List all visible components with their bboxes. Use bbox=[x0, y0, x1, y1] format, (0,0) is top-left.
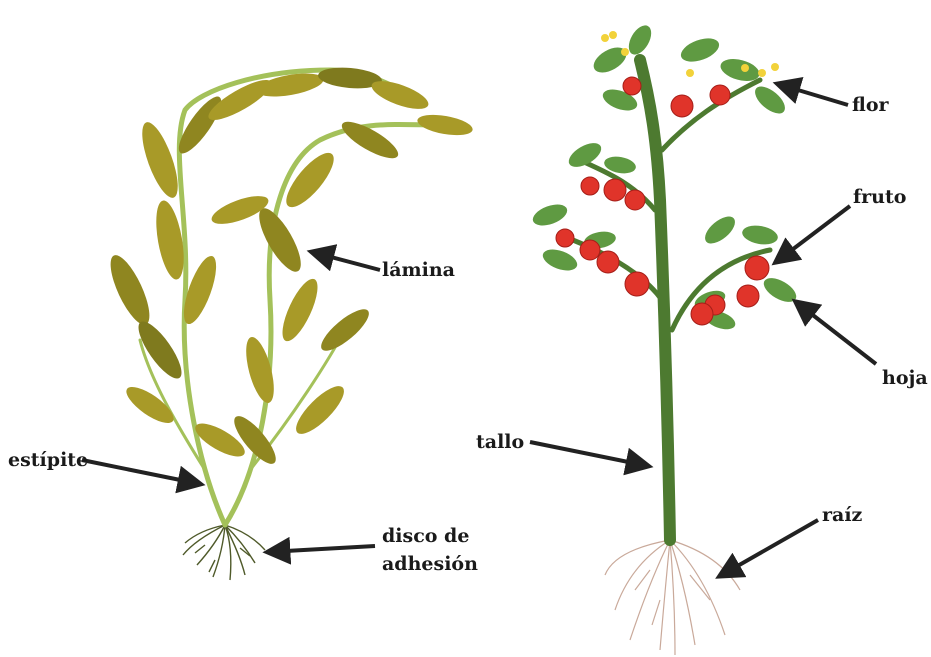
kelp-holdfast bbox=[183, 525, 265, 580]
label-lamina: lámina bbox=[382, 258, 455, 282]
kelp-alga bbox=[103, 65, 474, 580]
tomato-roots bbox=[605, 540, 740, 655]
arrow-fruto bbox=[776, 206, 850, 262]
arrow-tallo bbox=[530, 442, 648, 466]
label-arrows bbox=[82, 84, 876, 576]
label-disco-line1: disco de bbox=[382, 524, 469, 548]
label-raiz: raíz bbox=[822, 503, 862, 527]
arrow-hoja bbox=[796, 302, 876, 364]
arrow-estipite bbox=[82, 460, 200, 484]
label-hoja: hoja bbox=[882, 366, 928, 390]
arrow-lamina bbox=[312, 252, 380, 270]
label-tallo: tallo bbox=[476, 430, 524, 454]
label-estipite: estípite bbox=[8, 448, 88, 472]
label-flor: flor bbox=[852, 93, 889, 117]
arrow-raiz bbox=[720, 520, 818, 576]
label-fruto: fruto bbox=[853, 185, 906, 209]
arrow-disco bbox=[268, 546, 375, 552]
tomato-plant bbox=[530, 22, 800, 655]
label-disco-line2: adhesión bbox=[382, 552, 478, 576]
arrow-flor bbox=[778, 84, 848, 105]
